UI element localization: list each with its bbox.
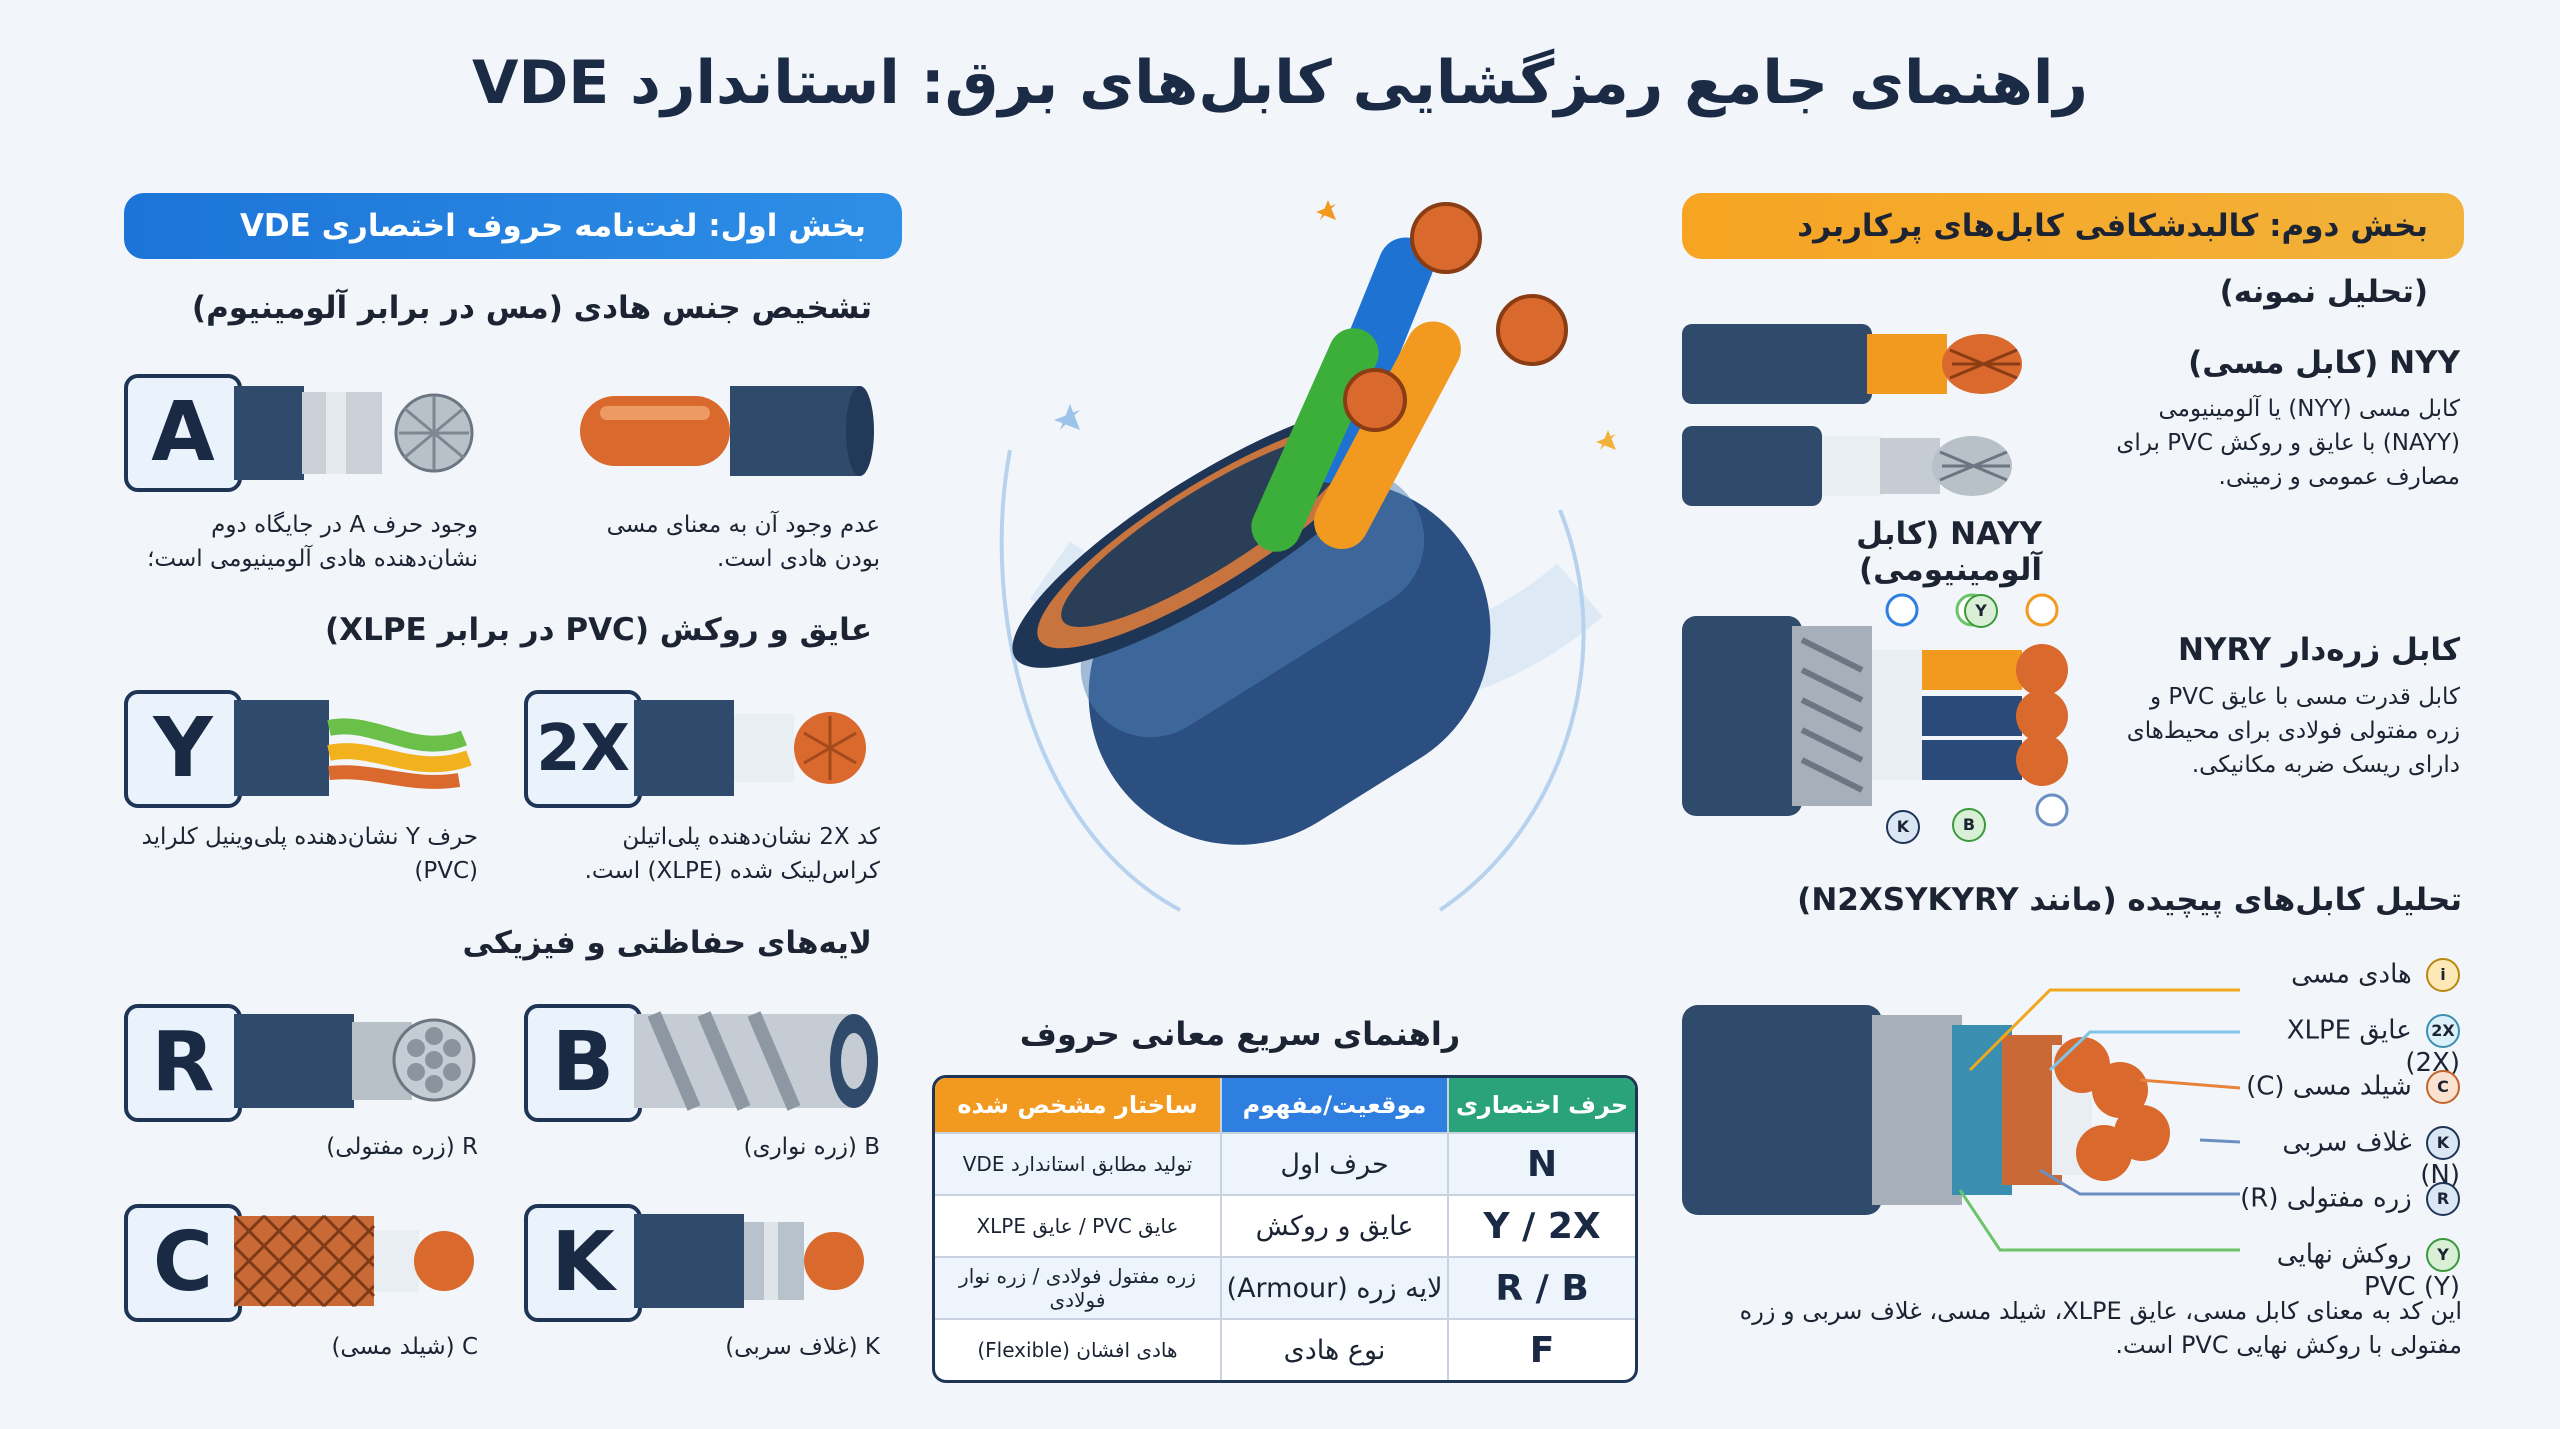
tape-armour-cable-icon xyxy=(634,1011,878,1111)
caption-r: R (زره مفتولی) xyxy=(326,1134,478,1160)
letter-k-box: K xyxy=(524,1204,642,1322)
nyy-title: NYY (کابل مسی) xyxy=(2188,345,2460,381)
caption-k: K (غلاف سربی) xyxy=(725,1334,880,1360)
table-cell: عایق PVC / عایق XLPE xyxy=(935,1194,1222,1256)
letter-c-box: C xyxy=(124,1204,242,1322)
layer-item: 2X عایق XLPE (2X) xyxy=(2240,1014,2460,1078)
layer-label: روکش نهایی PVC (Y) xyxy=(2276,1239,2460,1303)
table-cell: Y / 2X xyxy=(1449,1194,1635,1256)
pvc-cable-icon xyxy=(234,700,472,796)
nyry-title: کابل زره‌دار NYRY xyxy=(2178,632,2460,668)
conductor-heading: تشخیص جنس هادی (مس در برابر آلومینیوم) xyxy=(191,290,872,326)
layer-label: غلاف سربی (N) xyxy=(2282,1127,2460,1191)
copper-shield-cable-icon xyxy=(234,1214,474,1308)
layer-label: شیلد مسی (C) xyxy=(2246,1071,2412,1102)
badge-b: B xyxy=(1952,808,1986,842)
column-header-letter: حرف اختصاری xyxy=(1449,1078,1635,1132)
nayy-label: NAYY (کابل آلومینیومی) xyxy=(1856,516,2042,588)
wire-armour-cable-icon xyxy=(234,1014,476,1108)
caption-c: C (شیلد مسی) xyxy=(331,1334,478,1360)
layer-badge-armour: R xyxy=(2426,1182,2460,1216)
table-cell: لایه زره (Armour) xyxy=(1221,1256,1450,1318)
layer-badge-lead: K xyxy=(2426,1126,2460,1160)
letter-r-box: R xyxy=(124,1004,242,1122)
complex-heading: تحلیل کابل‌های پیچیده (مانند N2XSYKYRY) xyxy=(1797,882,2462,918)
insulation-heading: عایق و روکش (PVC در برابر XLPE) xyxy=(325,612,872,648)
nayy-aluminium-cable-icon xyxy=(1682,426,2012,506)
copper-cable-icon xyxy=(580,386,874,476)
section2-header: بخش دوم: کالبدشکافی کابل‌های پرکاربرد (ت… xyxy=(1682,193,2464,310)
table-cell: هادی افشان (Flexible) xyxy=(935,1318,1222,1380)
nyy-description: کابل مسی (NYY) یا آلومینیومی (NAYY) با ع… xyxy=(2116,396,2460,490)
caption-b: B (زره نواری) xyxy=(743,1134,880,1160)
layer-item: Y روکش نهایی PVC (Y) xyxy=(2240,1238,2460,1302)
caption-a: وجود حرف A در جایگاه دوم نشان‌دهنده هادی… xyxy=(147,512,478,572)
badge-y: Y xyxy=(1964,594,1998,628)
protection-heading: لایه‌های حفاظتی و فیزیکی xyxy=(462,925,873,961)
layer-badge-xlpe: 2X xyxy=(2426,1014,2460,1048)
cable-cross-section-illustration xyxy=(999,200,1616,912)
section1-header: بخش اول: لغت‌نامه حروف اختصاری VDE xyxy=(124,193,902,259)
nyry-armoured-cable-icon xyxy=(1682,593,2069,827)
quick-guide-title: راهنمای سریع معانی حروف xyxy=(1019,1015,1461,1053)
complex-cable-icon xyxy=(1682,1005,2170,1215)
table-cell: F xyxy=(1449,1318,1635,1380)
layer-item: i هادی مسی xyxy=(2240,958,2460,1014)
aluminium-cable-icon xyxy=(234,386,474,480)
table-cell: حرف اول xyxy=(1221,1132,1450,1194)
letter-2x-box: 2X xyxy=(524,690,642,808)
page-title: راهنمای جامع رمزگشایی کابل‌های برق: استا… xyxy=(472,48,2088,118)
table-cell: N xyxy=(1449,1132,1635,1194)
complex-layers-list: i هادی مسی 2X عایق XLPE (2X) C شیلد مسی … xyxy=(2240,958,2460,1302)
xlpe-cable-icon xyxy=(634,700,866,796)
layer-badge-pvc: Y xyxy=(2426,1238,2460,1272)
layer-item: C شیلد مسی (C) xyxy=(2240,1070,2460,1126)
nyy-copper-cable-icon xyxy=(1682,324,2022,404)
letter-y-box: Y xyxy=(124,690,242,808)
column-header-structure: ساختار مشخص شده xyxy=(935,1078,1222,1132)
table-cell: نوع هادی xyxy=(1221,1318,1450,1380)
complex-summary: این کد به معنای کابل مسی، عایق XLPE، شیل… xyxy=(1739,1297,2462,1359)
table-cell: عایق و روکش xyxy=(1221,1194,1450,1256)
column-header-meaning: موقعیت/مفهوم xyxy=(1221,1078,1450,1132)
letter-a-box: A xyxy=(124,374,242,492)
table-row: F نوع هادی هادی افشان (Flexible) xyxy=(935,1318,1635,1380)
table-cell: تولید مطابق استاندارد VDE xyxy=(935,1132,1222,1194)
layer-label: هادی مسی xyxy=(2291,959,2412,990)
layer-badge-shield: C xyxy=(2426,1070,2460,1104)
table-row: N حرف اول تولید مطابق استاندارد VDE xyxy=(935,1132,1635,1194)
caption-y: حرف Y نشان‌دهنده پلی‌وینیل کلراید (PVC) xyxy=(141,824,478,884)
layer-label: زره مفتولی (R) xyxy=(2240,1183,2412,1214)
layer-item: K غلاف سربی (N) xyxy=(2240,1126,2460,1190)
lead-sheath-cable-icon xyxy=(634,1214,864,1308)
table-cell: R / B xyxy=(1449,1256,1635,1318)
table-row: R / B لایه زره (Armour) زره مفتول فولادی… xyxy=(935,1256,1635,1318)
layer-item: R زره مفتولی (R) xyxy=(2240,1182,2460,1238)
complex-leader-lines xyxy=(1958,988,2241,1252)
letter-b-box: B xyxy=(524,1004,642,1122)
layer-badge-conductor: i xyxy=(2426,958,2460,992)
table-header-row: حرف اختصاری موقعیت/مفهوم ساختار مشخص شده xyxy=(935,1078,1635,1132)
badge-k: K xyxy=(1886,810,1920,844)
table-row: Y / 2X عایق و روکش عایق PVC / عایق XLPE xyxy=(935,1194,1635,1256)
quick-guide-table: حرف اختصاری موقعیت/مفهوم ساختار مشخص شده… xyxy=(932,1075,1638,1383)
table-cell: زره مفتول فولادی / زره نوار فولادی xyxy=(935,1256,1222,1318)
caption-copper: عدم وجود آن به معنای مسی بودن هادی است. xyxy=(606,512,880,572)
nyry-description: کابل قدرت مسی با عایق PVC و زره مفتولی ف… xyxy=(2126,684,2460,778)
caption-2x: کد 2X نشان‌دهنده پلی‌اتیلن کراس‌لینک شده… xyxy=(584,824,880,884)
